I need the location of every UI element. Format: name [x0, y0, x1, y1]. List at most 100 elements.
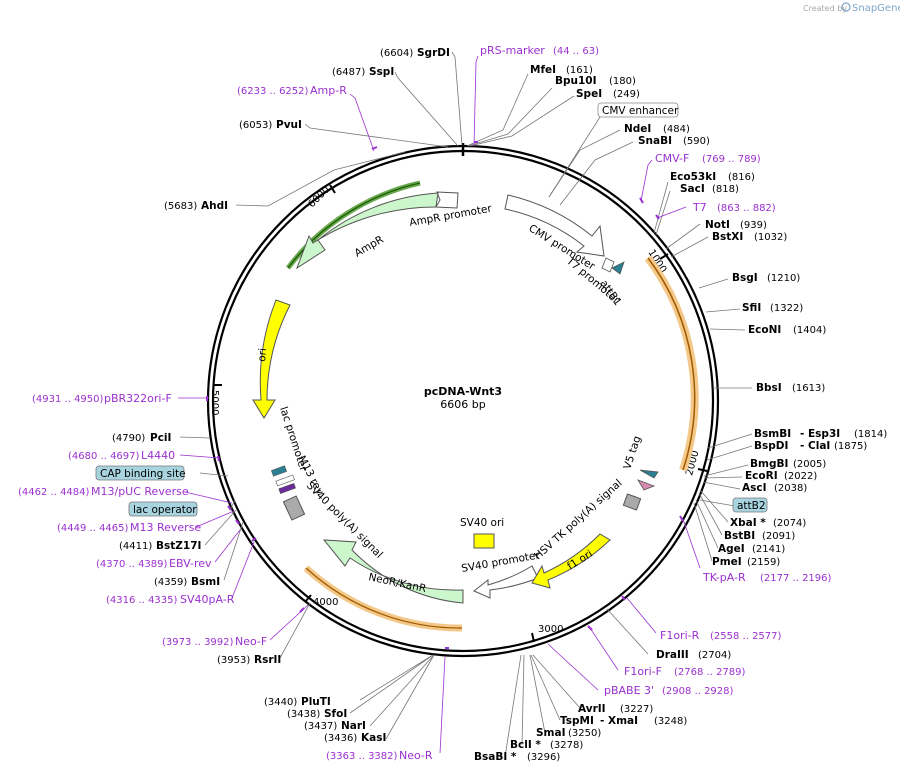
enzyme-bstz17i-pos: (4411)	[119, 541, 152, 552]
v5-pink-mark	[637, 479, 656, 491]
enzyme-pmei-pos: (2159)	[747, 557, 780, 568]
primer-pbabe-3: pBABE 3'	[604, 684, 654, 697]
enzyme-eco53ki-pos: (816)	[728, 172, 755, 183]
primer-m13-puc: M13/pUC Reverse	[91, 485, 189, 498]
enzyme-bsgi: BsgI	[732, 272, 758, 284]
sv40-ori-box	[473, 533, 495, 549]
feature-neo-kan: NeoR/KanR	[367, 571, 427, 595]
primer-pbabe-3-pos: (2908 .. 2928)	[662, 686, 734, 697]
enzyme-econi: EcoNI	[748, 324, 781, 336]
bsa-feature-box	[622, 493, 642, 511]
enzyme-bmgbi: BmgBI	[750, 458, 788, 470]
primer-neo-f-pos: (3973 .. 3992)	[162, 637, 234, 648]
scale-ticks	[213, 184, 708, 643]
enzyme-asci: AscI	[742, 482, 767, 494]
credit-text: Created by	[803, 4, 847, 13]
primer-neo-r-pos: (3363 .. 3382)	[326, 751, 398, 762]
enzyme-ecori: EcoRI	[745, 470, 778, 482]
enzyme-xbai-pos: (2074)	[773, 518, 806, 529]
primer-pbr322ori-f: pBR322ori-F	[104, 392, 172, 405]
cap-binding-site-label: CAP binding site	[100, 468, 186, 480]
enzyme-ndei: NdeI	[624, 123, 651, 135]
enzyme-kasi: KasI	[361, 732, 386, 744]
primer-sv40pa-r: SV40pA-R	[180, 593, 235, 606]
enzyme-sspi-pos: (6487)	[332, 67, 365, 78]
primer-l4440-pos: (4680 .. 4697)	[68, 451, 140, 462]
enzyme-pvui: PvuI	[276, 119, 302, 131]
enzyme-ahdi-pos: (5683)	[164, 201, 197, 212]
enzyme-avrii: AvrII	[578, 703, 606, 715]
primer-amp-r: Amp-R	[310, 84, 347, 97]
enzyme-bbsi: BbsI	[756, 382, 782, 394]
feature-ampr: AmpR	[353, 234, 386, 260]
enzyme-bsmbi-pos: (1814)	[854, 429, 887, 440]
enzyme-bsmbi: BsmBI	[754, 428, 791, 440]
enzyme-smai: SmaI	[536, 727, 566, 739]
enzyme-rsrii: RsrII	[254, 654, 281, 666]
enzyme-noti: NotI	[705, 219, 730, 231]
enzyme-mfei-pos: (161)	[566, 65, 593, 76]
enzyme-smai-pos: (3250)	[568, 728, 601, 739]
enzyme-saci-pos: (818)	[712, 184, 739, 195]
enzyme-spei-pos: (249)	[613, 89, 640, 100]
enzyme-sspi: SspI	[369, 66, 394, 78]
enzyme-xmai: - XmaI	[600, 715, 638, 727]
primer-neo-r: Neo-R	[399, 749, 433, 762]
primer-f1ori-f-pos: (2768 .. 2789)	[674, 667, 746, 678]
primer-tk-pa-r-pos: (2177 .. 2196)	[760, 573, 832, 584]
attb2-label: attB2	[737, 500, 766, 512]
wnt3-insert-line	[647, 257, 696, 471]
primer-cmv-f-pos: (769 .. 789)	[702, 154, 761, 165]
lac-operator-label: lac operator	[133, 504, 197, 516]
enzyme-nari-pos: (3437)	[304, 721, 337, 732]
attb1-teal	[611, 261, 625, 275]
enzyme-bstxi-pos: (1032)	[754, 232, 787, 243]
enzyme-bsgi-pos: (1210)	[767, 273, 800, 284]
primer-cmv-f: CMV-F	[655, 152, 689, 165]
enzyme-bmgbi-pos: (2005)	[793, 459, 826, 470]
enzyme-pluti-pos: (3440)	[264, 697, 297, 708]
enzyme-asci-pos: (2038)	[774, 483, 807, 494]
enzyme-clai: - ClaI	[800, 440, 830, 452]
feature-hsv-tk: HSV TK poly(A) signal	[532, 477, 625, 562]
credit-brand: SnapGene	[852, 3, 900, 14]
primer-ebv-rev-pos: (4370 .. 4389)	[96, 559, 168, 570]
primer-tk-pa-r: TK-pA-R	[702, 571, 746, 584]
primer-pbr322ori-f-pos: (4931 .. 4950)	[32, 394, 104, 405]
enzyme-bcli: BclI *	[510, 739, 541, 751]
enzyme-leader-lines	[179, 51, 753, 758]
primer-t7: T7	[692, 201, 707, 214]
enzyme-bstz17i: BstZ17I	[156, 540, 201, 552]
primer-leader-lines	[178, 55, 701, 754]
enzyme-pluti: PluTI	[301, 696, 331, 708]
enzyme-sfii: SfiI	[742, 302, 761, 314]
neo-kan-arrow	[322, 539, 464, 604]
cmv-enhancer-label: CMV enhancer	[602, 105, 679, 117]
primer-m13-reverse-pos: (4449 .. 4465)	[57, 523, 129, 534]
lac-operator-box	[282, 495, 306, 521]
tick-label-3000: 3000	[538, 624, 563, 635]
enzyme-bsmi: BsmI	[191, 576, 220, 588]
enzyme-bstbi-pos: (2091)	[762, 531, 795, 542]
enzyme-sgrdi: SgrDI	[417, 47, 450, 59]
primer-marks	[206, 141, 684, 649]
lac-operator-label-box	[128, 501, 198, 517]
enzyme-bpu10i: Bpu10I	[555, 75, 597, 87]
enzyme-spei: SpeI	[576, 88, 602, 100]
primer-f1ori-f: F1ori-F	[624, 665, 662, 678]
tick-label-6000: 6000	[306, 184, 332, 210]
f1-ori-arrow	[531, 533, 611, 589]
enzyme-sgrdi-pos: (6604)	[380, 48, 413, 59]
primer-f1ori-r-pos: (2558 .. 2577)	[710, 631, 782, 642]
neo-band-line	[305, 567, 463, 629]
sv40-promoter-arrow	[473, 565, 539, 599]
v5-tag-mark	[639, 469, 659, 479]
enzyme-pvui-pos: (6053)	[239, 120, 272, 131]
enzyme-saci: SacI	[680, 183, 705, 195]
enzyme-kasi-pos: (3436)	[324, 733, 357, 744]
primer-amp-r-pos: (6233 .. 6252)	[237, 86, 309, 97]
ori-arrow	[252, 299, 291, 419]
enzyme-sfoi: SfoI	[324, 708, 347, 720]
feature-sv40-ori: SV40 ori	[460, 517, 504, 529]
enzyme-draiii: DraIII	[656, 649, 689, 661]
